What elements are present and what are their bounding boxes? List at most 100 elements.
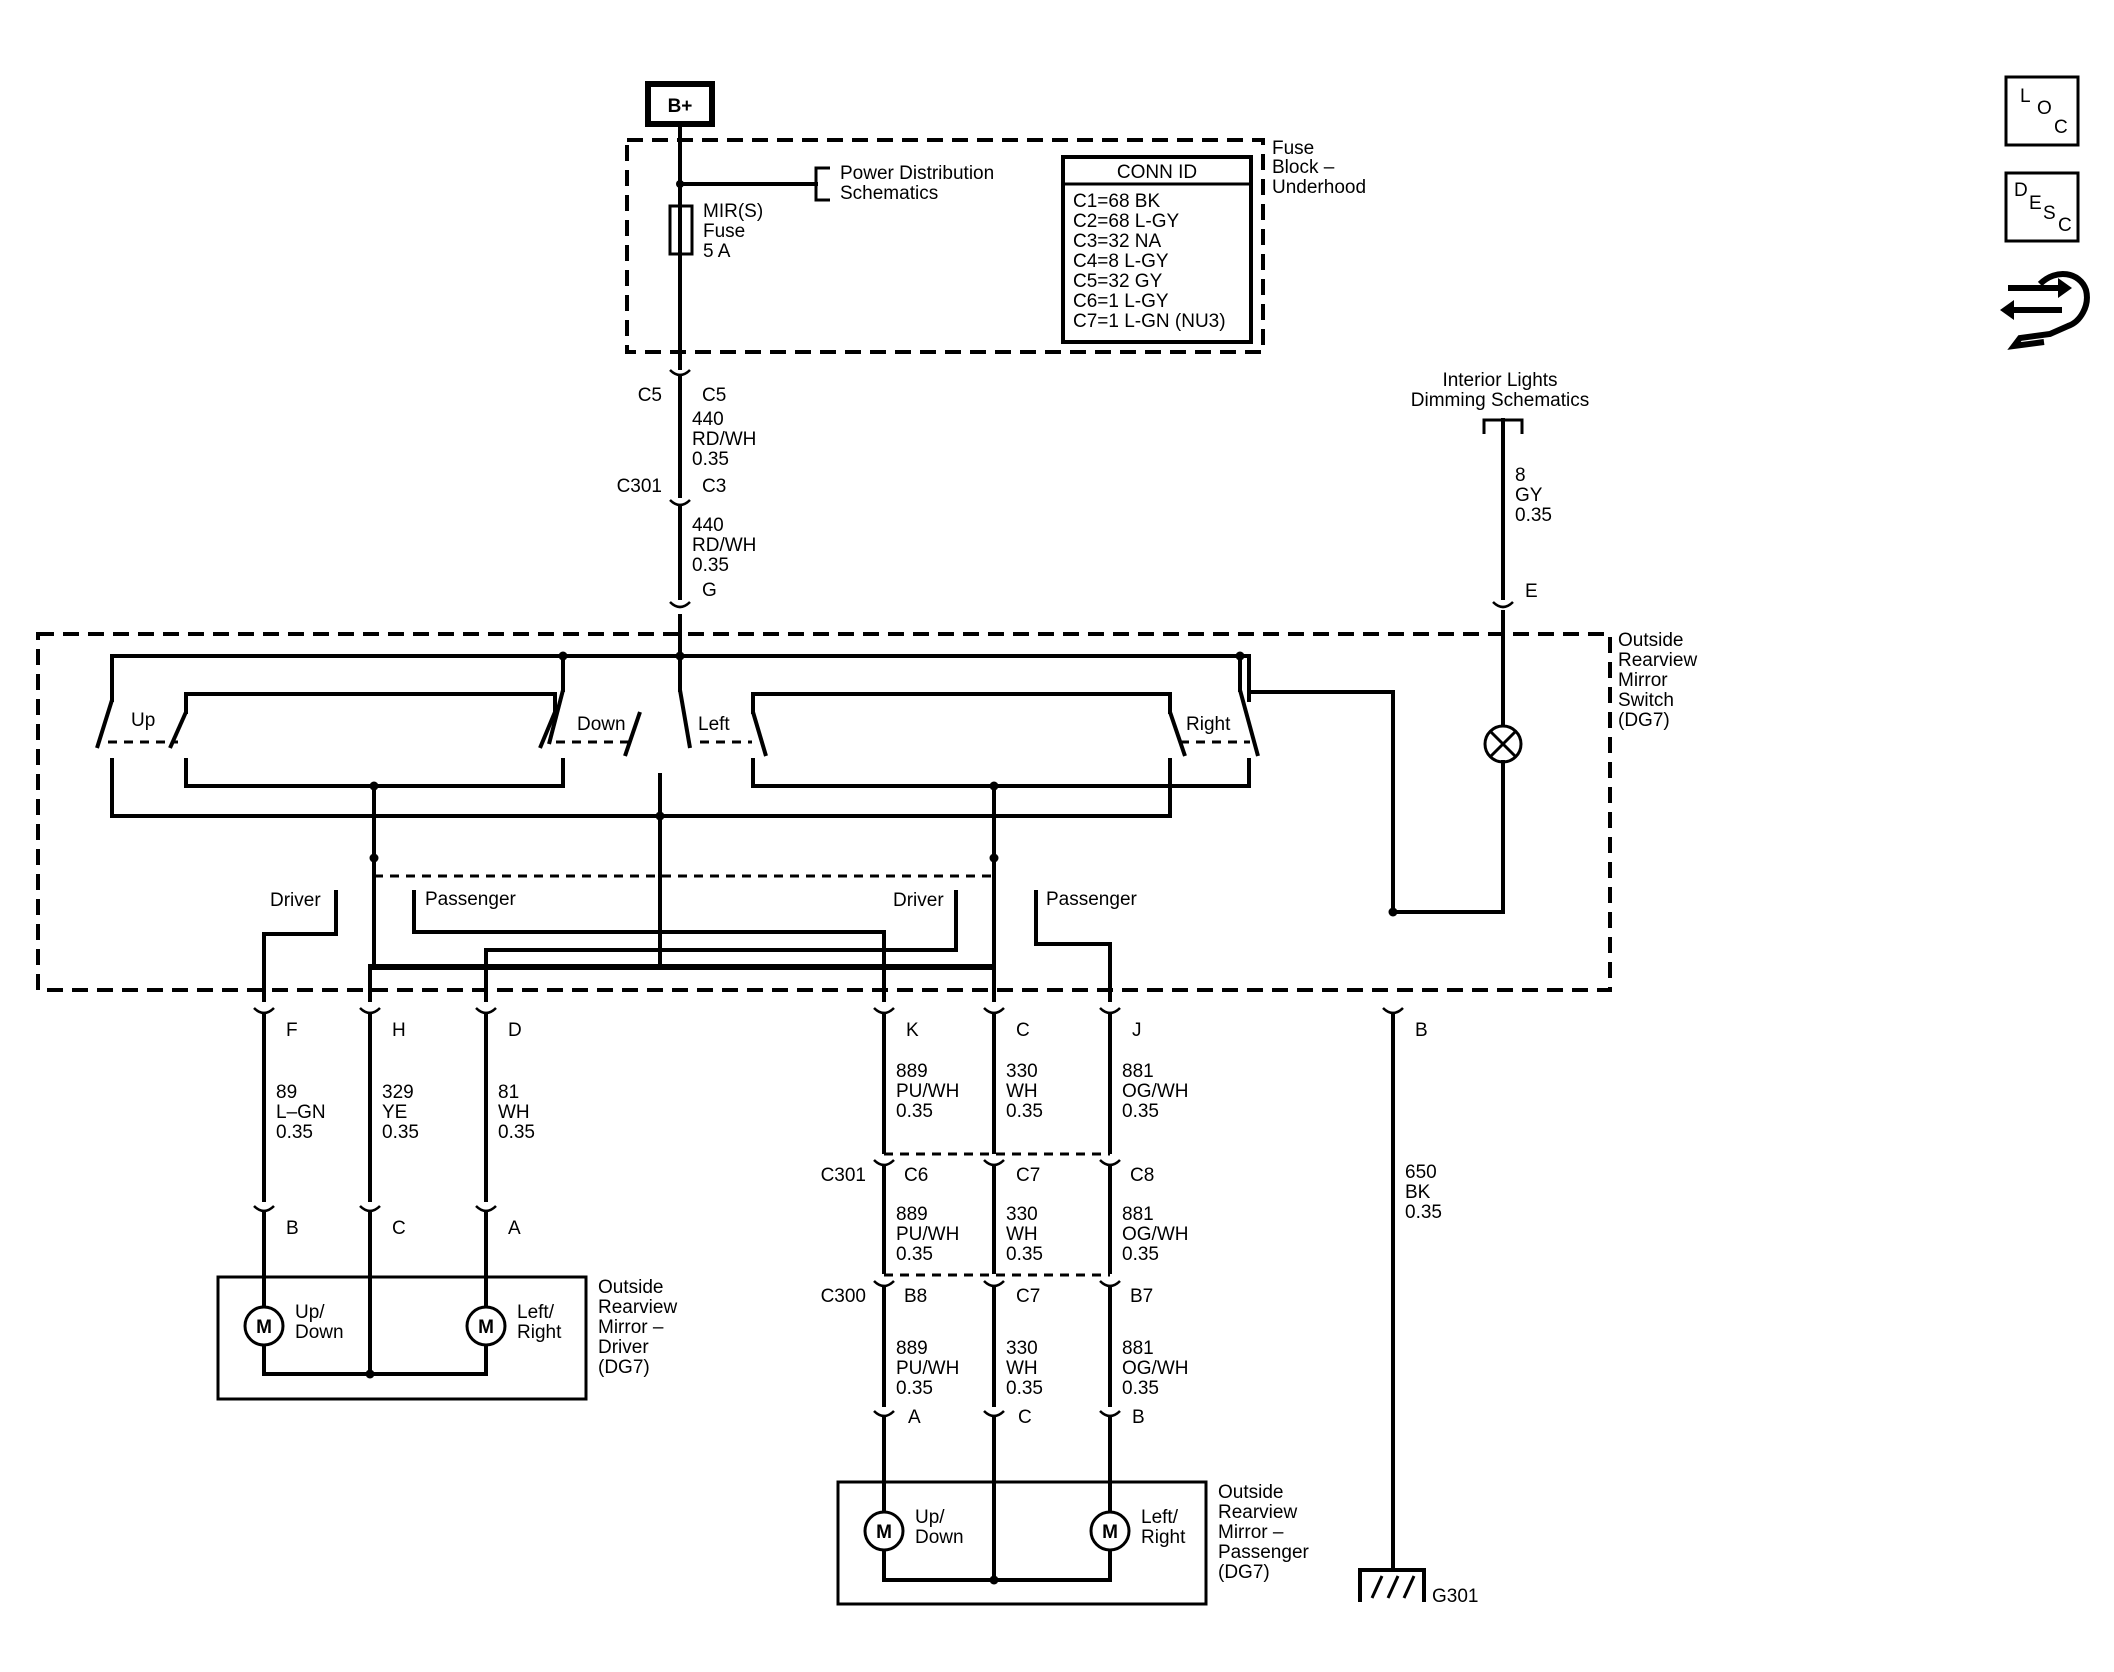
motor-function-label: Left/ <box>1141 1507 1179 1528</box>
switch-name-label: Switch <box>1618 690 1674 711</box>
fuse-block-label: Block – <box>1272 157 1335 178</box>
motor-label: M <box>256 1317 272 1338</box>
wire-label: WH <box>498 1102 530 1123</box>
wire-label: 0.35 <box>1006 1244 1043 1265</box>
conn-id-row: C7=1 L-GN (NU3) <box>1073 311 1226 332</box>
driver-mirror-label: Outside <box>598 1277 663 1298</box>
connector-label: C301 <box>617 476 662 497</box>
switch-up-label: Up <box>131 710 155 731</box>
conn-id-row: C6=1 L-GY <box>1073 291 1169 312</box>
fuse-block-label: Underhood <box>1272 177 1366 198</box>
passenger-mirror-label: Mirror – <box>1218 1522 1284 1543</box>
passenger-mirror-label: Passenger <box>1218 1542 1310 1563</box>
wire-label: WH <box>1006 1081 1038 1102</box>
loc-letter: O <box>2037 98 2052 119</box>
wire-label: GY <box>1515 485 1543 506</box>
pin-label: K <box>906 1020 919 1041</box>
conn-id-row: C3=32 NA <box>1073 231 1162 252</box>
wire-label: 8 <box>1515 465 1526 486</box>
loc-icon[interactable]: L O C <box>2004 75 2080 147</box>
wire-label: 0.35 <box>692 555 729 576</box>
motor-icon: M <box>863 1510 905 1552</box>
pin-label: B <box>1415 1020 1428 1041</box>
loc-letter: L <box>2020 86 2031 107</box>
wire-label: 330 <box>1006 1204 1038 1225</box>
passenger-mirror-branch: 889 PU/WH 0.35 330 WH 0.35 881 OG/WH 0.3… <box>821 1012 1310 1606</box>
wrench-arrows-icon[interactable] <box>2000 271 2090 350</box>
pin-label: B <box>1132 1407 1145 1428</box>
wire-label: 0.35 <box>1006 1378 1043 1399</box>
wire-label: WH <box>1006 1224 1038 1245</box>
switch-output-pins: F H D K C J B <box>253 1007 1428 1041</box>
switch-right-label: Right <box>1186 714 1231 735</box>
passenger-selector-label: Passenger <box>425 889 517 910</box>
driver-mirror-label: Driver <box>598 1337 649 1358</box>
wire-label: 0.35 <box>896 1244 933 1265</box>
motor-label: M <box>1102 1522 1118 1543</box>
wire-label: RD/WH <box>692 429 756 450</box>
connector-label: C300 <box>821 1286 866 1307</box>
driver-mirror-branch: 89 L–GN 0.35 329 YE 0.35 81 WH 0.35 B C … <box>216 1012 677 1401</box>
wire-label: OG/WH <box>1122 1358 1189 1379</box>
pin-label: D <box>508 1020 522 1041</box>
driver-mirror-label: (DG7) <box>598 1357 650 1378</box>
wire-label: 0.35 <box>1122 1378 1159 1399</box>
motor-function-label: Down <box>295 1322 344 1343</box>
passenger-mirror-label: Outside <box>1218 1482 1283 1503</box>
wire-label: PU/WH <box>896 1224 959 1245</box>
motor-function-label: Down <box>915 1527 964 1548</box>
passenger-mirror-label: Rearview <box>1218 1502 1297 1523</box>
wire-label: PU/WH <box>896 1081 959 1102</box>
switch-down-label: Down <box>577 714 626 735</box>
interior-lights-label: Interior Lights <box>1442 370 1557 391</box>
power-label: B+ <box>668 96 693 117</box>
switch-name-label: Mirror <box>1618 670 1668 691</box>
wire-label: PU/WH <box>896 1358 959 1379</box>
connector-label: C5 <box>638 385 662 406</box>
pin-label: E <box>1525 581 1538 602</box>
connector-label: C7 <box>1016 1165 1040 1186</box>
wire-label: 330 <box>1006 1338 1038 1359</box>
fuse-label: MIR(S) <box>703 201 763 222</box>
pin-label: G <box>702 580 717 601</box>
switch-left-label: Left <box>698 714 730 735</box>
fuse-label: Fuse <box>703 221 745 242</box>
pin-label: J <box>1132 1020 1142 1041</box>
wire-label: 329 <box>382 1082 414 1103</box>
wire-label: 440 <box>692 409 724 430</box>
conn-id-row: C4=8 L-GY <box>1073 251 1169 272</box>
wire-label: 0.35 <box>498 1122 535 1143</box>
wire-label: 881 <box>1122 1061 1154 1082</box>
wire-label: 0.35 <box>1122 1101 1159 1122</box>
wire-label: 89 <box>276 1082 297 1103</box>
motor-icon: M <box>243 1305 285 1347</box>
motor-function-label: Right <box>1141 1527 1186 1548</box>
pin-label: A <box>508 1218 521 1239</box>
passenger-mirror-label: (DG7) <box>1218 1562 1270 1583</box>
passenger-selector-label: Passenger <box>1046 889 1138 910</box>
fuse-block-underhood: Fuse Block – Underhood Power Distributio… <box>625 122 1366 370</box>
motor-label: M <box>478 1317 494 1338</box>
desc-letter: C <box>2058 215 2072 236</box>
ground-label: G301 <box>1432 1586 1478 1607</box>
desc-icon[interactable]: D E S C <box>2004 171 2080 243</box>
motor-icon: M <box>465 1305 507 1347</box>
driver-selector-label: Driver <box>270 890 321 911</box>
switch-name-label: Outside <box>1618 630 1683 651</box>
desc-letter: D <box>2014 180 2028 201</box>
wire-label: 0.35 <box>382 1122 419 1143</box>
ground-circuit: 650 BK 0.35 G301 <box>1358 1012 1478 1607</box>
pin-label: B <box>286 1218 299 1239</box>
wire-label: 889 <box>896 1061 928 1082</box>
wire-label: 881 <box>1122 1204 1154 1225</box>
motor-icon: M <box>1089 1510 1131 1552</box>
motor-function-label: Up/ <box>295 1302 325 1323</box>
wire-label: 0.35 <box>692 449 729 470</box>
wire-label: OG/WH <box>1122 1081 1189 1102</box>
connector-label: C7 <box>1016 1286 1040 1307</box>
wire-label: 81 <box>498 1082 519 1103</box>
loc-letter: C <box>2054 117 2068 138</box>
power-distribution-label: Schematics <box>840 183 938 204</box>
connector-label: C6 <box>904 1165 928 1186</box>
motor-label: M <box>876 1522 892 1543</box>
